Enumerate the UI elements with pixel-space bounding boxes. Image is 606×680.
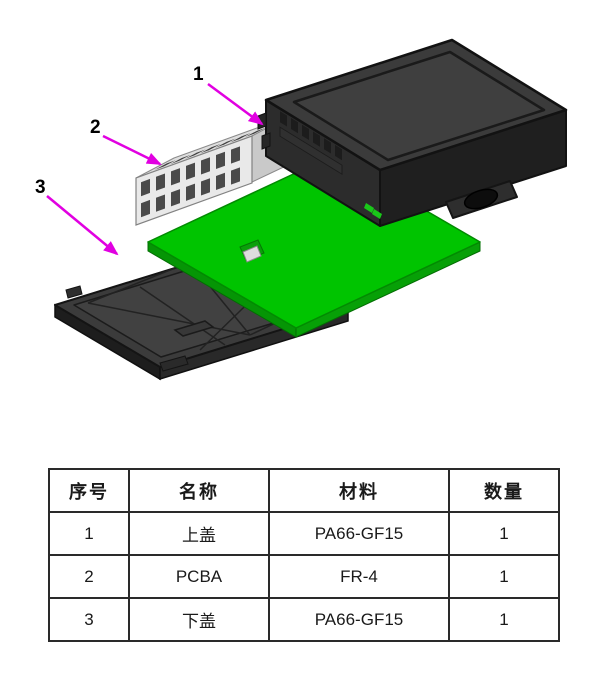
callout-label-1: 1 [193,64,204,85]
table-row: 3 下盖 PA66-GF15 1 [48,597,560,642]
table-cell: 3 [48,597,130,642]
pcb-connector [135,115,291,263]
table-cell: 1 [448,511,560,556]
callout-1: 1 [193,64,264,126]
table-row: 1 上盖 PA66-GF15 1 [48,511,560,556]
table-cell: 下盖 [128,597,270,642]
column-header-name: 名称 [128,468,270,513]
bom-table: 序号 名称 材料 数量 1 上盖 PA66-GF15 1 2 PCBA FR-4 [48,468,560,642]
callout-arrow-3 [46,195,119,256]
callout-label-3: 3 [35,177,46,198]
table-row: 2 PCBA FR-4 1 [48,554,560,599]
table-cell: 1 [448,597,560,642]
callout-2: 2 [90,117,162,166]
top-cover-part [257,38,568,227]
callout-label-2: 2 [90,117,101,138]
table-cell: PA66-GF15 [268,597,450,642]
column-header-quantity: 数量 [448,468,560,513]
table-cell: 1 [48,511,130,556]
table-header-row: 序号 名称 材料 数量 [48,468,560,513]
callout-arrow-1 [207,82,264,126]
table-cell: PA66-GF15 [268,511,450,556]
table-cell: FR-4 [268,554,450,599]
exploded-view-diagram: 1 2 3 [35,38,568,381]
column-header-material: 材料 [268,468,450,513]
table-cell: 1 [448,554,560,599]
table-cell: 上盖 [128,511,270,556]
callout-3: 3 [35,177,119,256]
callout-arrow-2 [102,134,162,166]
table-cell: 2 [48,554,130,599]
table-cell: PCBA [128,554,270,599]
bom-table-container: 序号 名称 材料 数量 1 上盖 PA66-GF15 1 2 PCBA FR-4 [0,468,606,642]
column-header-index: 序号 [48,468,130,513]
